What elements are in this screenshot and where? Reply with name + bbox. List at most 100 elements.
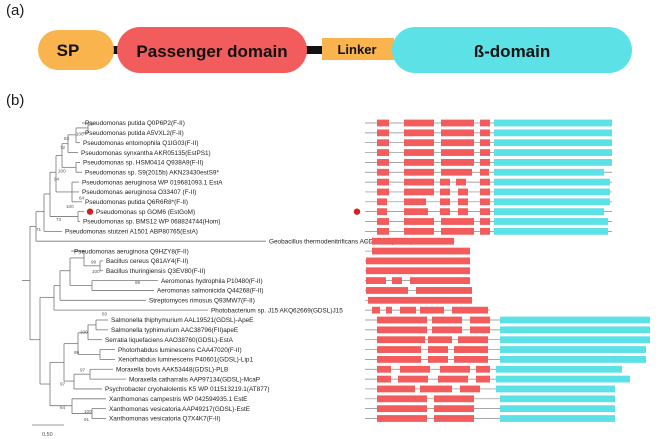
beta-domain-block [494, 149, 612, 156]
passenger-domain-block [377, 326, 427, 334]
passenger-domain-block [480, 139, 490, 147]
beta-domain-block [500, 336, 650, 344]
passenger-domain-block [480, 178, 490, 186]
passenger-domain-block [368, 296, 472, 304]
passenger-domain-block [440, 178, 450, 186]
taxon-label: Bacillus thuringiensis Q3EV80(F-II) [106, 268, 205, 275]
taxon-label: Xanthomonas vesicatoria Q7X4K7(F-II) [109, 416, 221, 423]
bootstrap-value: 100 [92, 269, 100, 274]
connector-bar-2 [305, 46, 325, 54]
beta-domain-block [494, 159, 612, 166]
passenger-domain-block [441, 129, 474, 137]
passenger-domain-block [377, 227, 389, 235]
passenger-domain-block [377, 385, 415, 393]
passenger-domain-block [458, 336, 488, 344]
passenger-domain-block [404, 159, 434, 166]
taxon-label: Moraxella catharralis AAP97134(GDSL)-Mca… [129, 376, 260, 383]
domain-passenger-label: Passenger domain [136, 42, 287, 61]
passenger-domain-block [480, 159, 490, 166]
passenger-domain-block [404, 188, 434, 196]
passenger-domain-block [432, 316, 462, 324]
passenger-domain-block [377, 119, 389, 127]
passenger-domain-block [372, 306, 380, 314]
domain-beta [392, 27, 632, 73]
beta-domain-block [494, 198, 610, 206]
beta-domain-block [494, 227, 608, 235]
passenger-domain-block [366, 277, 386, 284]
passenger-domain-block [480, 218, 490, 225]
taxon-label: Aeromonas salmonicida Q44268(F-II) [157, 288, 264, 295]
beta-domain-block [500, 356, 646, 363]
bootstrap-values: 9910083721006410071947399100998310099979… [36, 121, 141, 422]
bootstrap-value: 64 [79, 195, 85, 200]
passenger-domain-block [404, 208, 428, 216]
passenger-domain-block [441, 119, 474, 127]
passenger-domain-block [441, 159, 474, 166]
passenger-domain-block [441, 218, 474, 225]
passenger-domain-block [441, 149, 474, 156]
passenger-domain-block [404, 227, 434, 235]
taxon-label: Serratia liquefaciens AAO38760(GDSL)-Est… [105, 337, 234, 344]
panel-a-label: (a) [6, 2, 25, 19]
beta-domain-block [500, 395, 615, 403]
bootstrap-value: 73 [56, 217, 62, 222]
taxon-label: Moraxella bovis AAK53448(GDSL)-PLB [116, 366, 228, 373]
passenger-domain-block [416, 287, 472, 294]
taxon-label: Photobacterium sp. J15 AKQ62669(GDSL)J15 [211, 307, 343, 314]
passenger-domain-block [404, 119, 434, 127]
scale-bar: 0.50 [32, 424, 64, 438]
taxon-label: Psychrobacter cryohalolentis K5 WP 01151… [105, 386, 269, 393]
passenger-domain-block [420, 385, 452, 393]
passenger-domain-block [377, 159, 389, 166]
domain-sp-label: SP [57, 41, 80, 60]
beta-domain-block [500, 346, 646, 353]
passenger-domain-block [432, 326, 462, 334]
beta-domain-block [494, 208, 604, 216]
passenger-domain-block [454, 346, 488, 353]
passenger-domain-block [456, 178, 466, 186]
bootstrap-value: 99 [88, 121, 94, 126]
scale-bar-label: 0.50 [42, 432, 53, 438]
taxon-label: Pseudomonas stutzeri A1501 ABP80765(EstA… [65, 229, 198, 236]
bootstrap-value: 91 [84, 417, 90, 422]
passenger-domain-block [458, 208, 468, 216]
passenger-domain-block [400, 306, 416, 314]
passenger-domain-block [480, 198, 490, 206]
panel-b-label: (b) [6, 92, 25, 109]
taxon-label: Xenorhabdus luminescens P40601(GDSL)-Lip… [118, 357, 253, 364]
passenger-domain-block [377, 415, 427, 422]
passenger-domain-block [366, 287, 408, 294]
passenger-domain-block [480, 129, 490, 137]
highlight-marker [86, 208, 94, 215]
taxon-label: Xanthomonas vesicatoria AAP49217(GDSL)-E… [109, 406, 250, 413]
passenger-domain-block [441, 139, 474, 147]
beta-domain-block [494, 178, 610, 186]
domain-passenger [117, 27, 307, 73]
passenger-domain-block [440, 365, 470, 373]
passenger-domain-block [460, 385, 480, 393]
domain-beta-label: ß-domain [474, 42, 551, 61]
taxon-label: Pseudomonas aeruginosa WP 019681093.1 Es… [82, 179, 223, 186]
taxon-label: Pseudomonas aeruginosa Q9HZY8(F-II) [74, 248, 189, 255]
passenger-domain-block [386, 306, 392, 314]
passenger-domain-block [377, 346, 421, 353]
passenger-domain-block [392, 277, 402, 284]
bootstrap-value: 100 [76, 131, 84, 136]
passenger-domain-block [377, 198, 387, 206]
passenger-domain-block [400, 365, 430, 373]
taxon-labels: Pseudomonas putida Q0P6P2(F-II) Pseudomon… [65, 120, 431, 423]
passenger-domain-block [476, 375, 490, 383]
passenger-domain-block [377, 139, 389, 147]
passenger-domain-block [480, 119, 490, 127]
passenger-domain-block [480, 227, 490, 235]
taxon-label: Bacillus cereus Q81AY4(F-II) [106, 258, 188, 265]
passenger-domain-block [377, 356, 421, 363]
beta-domain-block [496, 375, 630, 383]
passenger-domain-block [377, 208, 387, 216]
taxon-label: Pseudomonas aeruginosa O33407 (F-II) [82, 189, 196, 196]
taxon-label: Pseudomonas putida Q0P6P2(F-II) [85, 120, 185, 127]
taxon-label: Geobacillus thermodenitrificans ACD02023… [269, 238, 431, 245]
taxon-label: Salmonella thiphymurium AAL19521(GDSL)-A… [111, 317, 253, 324]
bootstrap-value: 100 [80, 329, 88, 334]
